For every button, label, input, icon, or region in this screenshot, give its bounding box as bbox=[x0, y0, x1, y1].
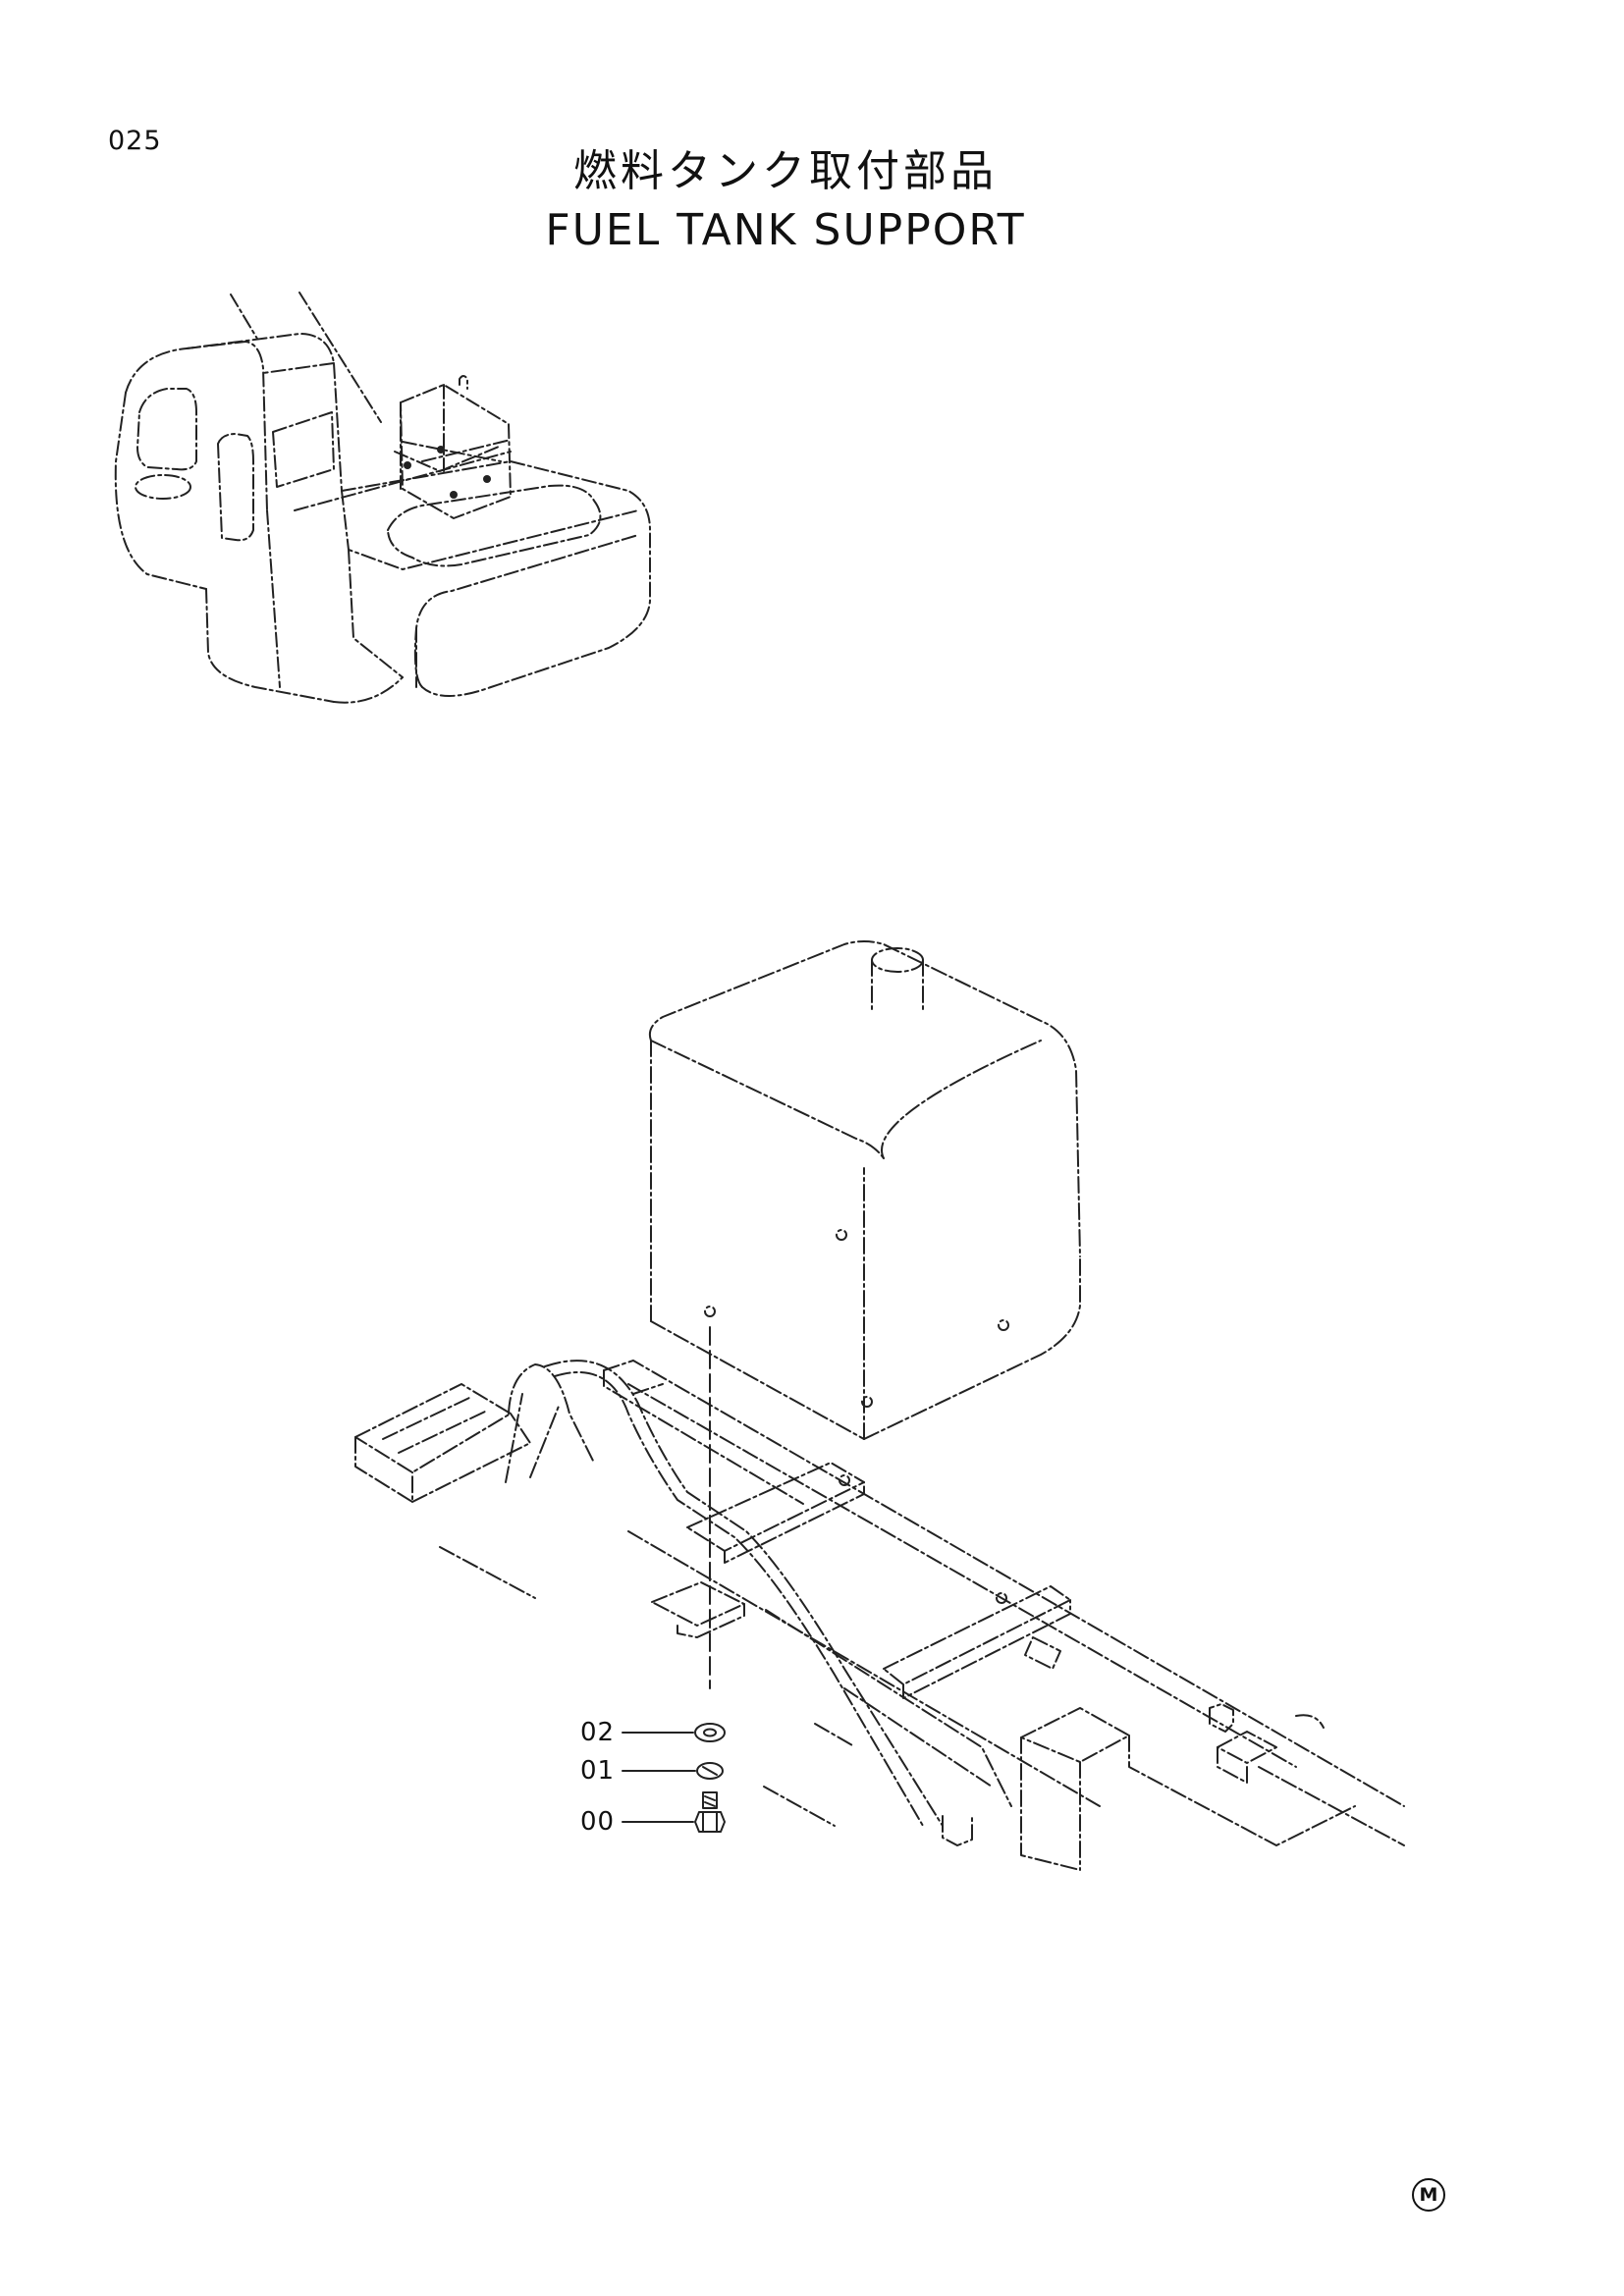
excavator-overview-illustration bbox=[114, 292, 651, 704]
title-block: 燃料タンク取付部品 FUEL TANK SUPPORT bbox=[0, 142, 1571, 260]
frame-detail bbox=[354, 1360, 1405, 1871]
callout-02: 02 bbox=[580, 1718, 616, 1747]
washer-02-shape bbox=[694, 1723, 726, 1742]
callout-00: 00 bbox=[580, 1807, 616, 1837]
overview-bolt-markers bbox=[404, 446, 491, 499]
title-english: FUEL TANK SUPPORT bbox=[545, 205, 1026, 255]
bolt-00-shape bbox=[694, 1791, 726, 1833]
fuel-tank-detail bbox=[648, 940, 1081, 1440]
title-japanese: 燃料タンク取付部品 bbox=[573, 146, 998, 196]
page-number: 025 bbox=[108, 126, 162, 156]
manufacturer-mark: M bbox=[1412, 2178, 1445, 2212]
spring-washer-01-shape bbox=[696, 1762, 724, 1780]
callout-01: 01 bbox=[580, 1756, 616, 1786]
